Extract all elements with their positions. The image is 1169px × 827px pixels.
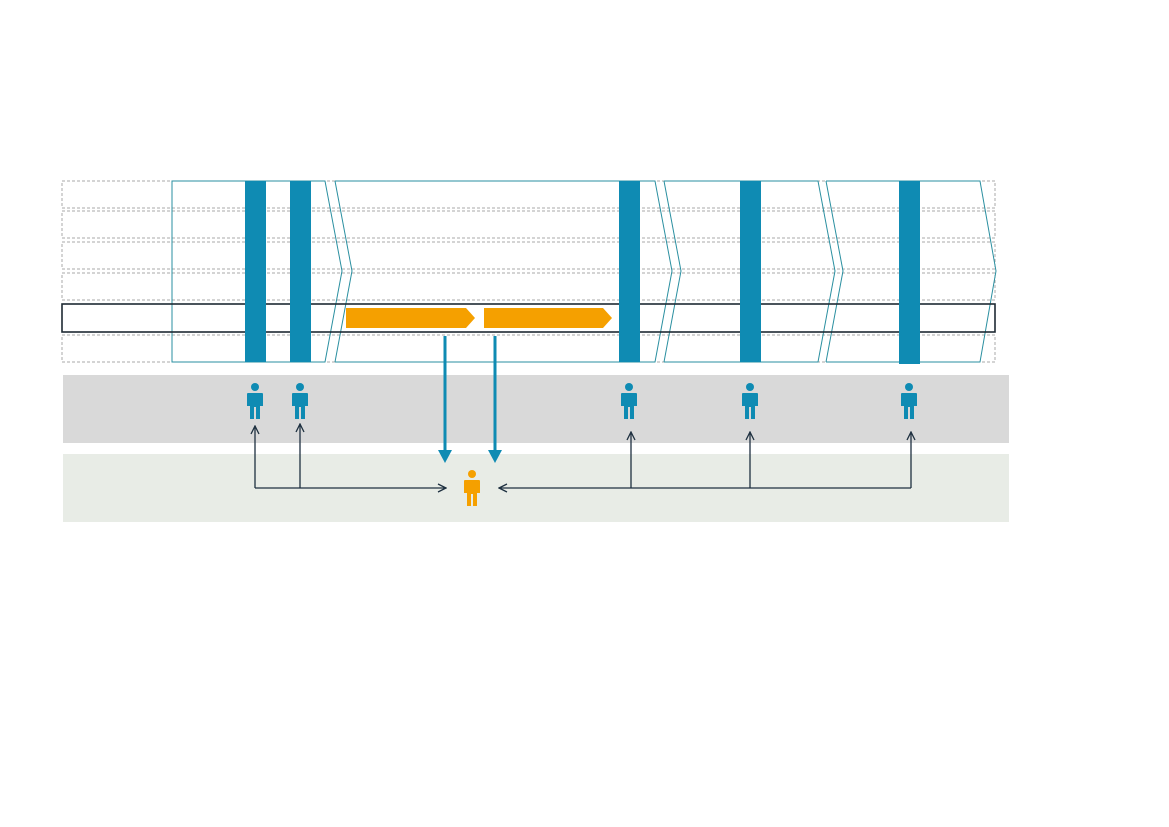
milestone-1 [245,181,266,362]
lanes [61,180,996,363]
handover-arrows [438,336,502,463]
lane-5-highlighted [61,303,996,333]
milestone-4 [740,181,761,362]
arrow-down-icon [488,450,502,463]
lane-6 [61,334,996,363]
milestones [245,181,920,364]
arrow-down-icon [438,450,452,463]
activity-2 [484,308,612,328]
phases [171,180,997,363]
milestone-3 [619,181,640,362]
milestone-2 [290,181,311,362]
lane-2 [61,210,996,239]
activity-1 [346,308,475,328]
phase-3 [664,180,836,363]
lane-4 [61,272,996,301]
milestone-5 [899,181,920,364]
activities [346,308,612,328]
phase-2 [335,180,673,363]
stakeholder-band [63,375,1009,443]
connectors [255,424,911,488]
phase-4 [826,180,997,363]
lane-3 [61,241,996,270]
lane-1 [61,180,996,209]
